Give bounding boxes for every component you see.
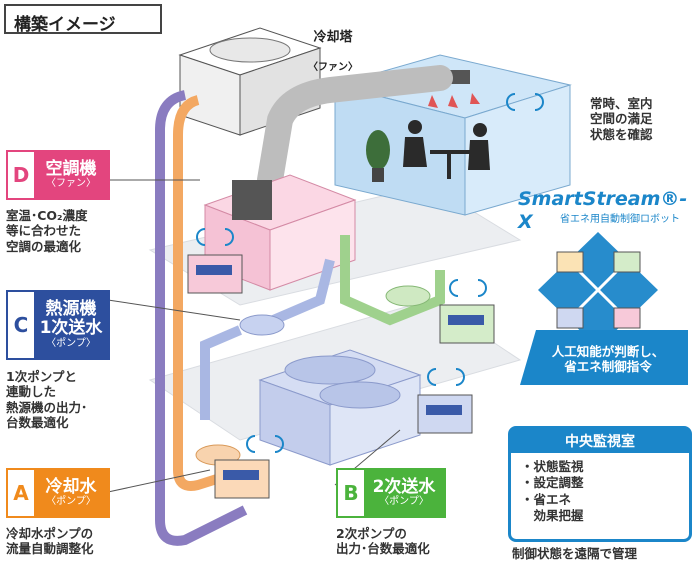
tag-d-body: 空調機 〈ファン〉 [34,152,108,198]
air-arrows-icon [428,93,480,108]
tag-a-label: 冷却水 [45,476,97,497]
primary-pipe-2 [200,325,242,420]
tag-a: A 冷却水 〈ポンプ〉 [6,468,110,518]
page-title: 構築イメージ [4,4,162,35]
control-room-title: 中央監視室 [511,429,689,453]
tag-c-desc: 1次ポンプと 連動した 熱源機の出力･ 台数最適化 [6,369,88,430]
tag-a-sub: 〈ポンプ〉 [46,496,96,508]
tag-c-label1: 熱源機 [45,299,97,320]
room-note: 常時、室内 空間の満足 状態を確認 [590,96,653,142]
tag-b-desc: 2次ポンプの 出力･台数最適化 [336,526,430,557]
tag-b-label: 2次送水 [372,476,436,497]
tag-c-body: 熱源機 1次送水 〈ポンプ〉 [34,292,108,358]
control-room-item: ・設定調整 [521,475,584,491]
leader-lines [107,179,401,493]
cooling-tower-icon [178,27,322,136]
control-room-box: 中央監視室 ・状態監視 ・設定調整 ・省エネ 効果把握 [508,426,692,542]
tag-d-label: 空調機 [45,158,97,179]
air-handler-icon [203,174,357,291]
tag-c-sub: 〈ポンプ〉 [46,337,96,349]
tag-c-letter: C [8,292,34,358]
ai-network [520,232,688,385]
tag-c-label2: 1次送水 [39,318,103,338]
tag-a-desc: 冷却水ポンプの 流量自動調整化 [6,526,94,557]
control-room-item: ・省エネ [521,491,572,507]
tag-c: C 熱源機 1次送水 〈ポンプ〉 [6,290,110,360]
controller-b-icon [439,304,495,344]
cooling-tower-label: 冷却塔 〈ファン〉 [308,14,358,90]
cooling-water-pipe-return [173,95,222,491]
tag-d-letter: D [8,152,34,198]
cooling-water-pipe-supply [155,90,248,546]
tag-b-sub: 〈ポンプ〉 [379,496,429,508]
controller-blue-icon [417,394,473,434]
control-room-item: 効果把握 [521,507,584,523]
chiller-icon [258,349,422,466]
primary-pump-icon [239,314,285,336]
cooling-tower-name: 冷却塔 [313,29,353,45]
room-people-icon [403,120,490,179]
brand-subtitle: 省エネ用自動制御ロボット [560,214,680,225]
secondary-pipe [340,235,445,326]
plant-icon [366,130,390,182]
cooling-tower-sub: 〈ファン〉 [308,61,358,73]
brand-name: SmartStream®-X [518,188,688,234]
control-room-caption: 制御状態を遠隔で管理 [512,546,638,561]
ai-note: 人工知能が判断し、 省エネ制御指令 [551,344,665,375]
tag-d: D 空調機 〈ファン〉 [6,150,110,200]
secondary-pump-icon [385,285,431,307]
controller-d-icon [187,254,243,294]
control-room-list: ・状態監視 ・設定調整 ・省エネ 効果把握 [521,459,584,524]
tag-d-sub: 〈ファン〉 [46,178,96,190]
tag-d-desc: 室温･CO₂濃度 等に合わせた 空調の最適化 [6,208,88,254]
air-duct [257,65,453,193]
controller-c-icon [214,459,270,499]
control-room-item: ・状態監視 [521,459,584,474]
tag-b: B 2次送水 〈ポンプ〉 [336,468,446,518]
tag-b-body: 2次送水 〈ポンプ〉 [364,470,444,516]
tag-a-letter: A [8,470,34,516]
wifi-signal-icons [196,93,544,453]
tag-b-letter: B [338,470,364,516]
tag-a-body: 冷却水 〈ポンプ〉 [34,470,108,516]
